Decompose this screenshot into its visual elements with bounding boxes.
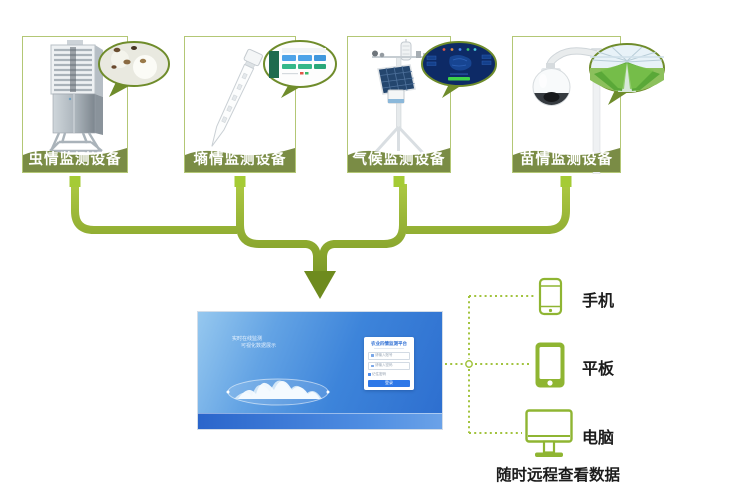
connector-node bbox=[234, 176, 246, 187]
device-label-bar: 气候监测设备 bbox=[348, 145, 450, 172]
device-label: 墒情监测设备 bbox=[193, 152, 287, 168]
device-label-bar: 虫情监测设备 bbox=[23, 145, 127, 172]
cloud-graphic bbox=[226, 378, 330, 406]
soil-dashboard-bubble bbox=[263, 40, 337, 98]
climate-dashboard-bubble bbox=[421, 41, 497, 98]
client-label-phone: 手机 bbox=[582, 293, 615, 310]
lock-icon bbox=[371, 364, 374, 368]
device-label-bar: 苗情监测设备 bbox=[513, 145, 620, 172]
merge-arrowhead-icon bbox=[304, 271, 336, 299]
checkbox-icon bbox=[368, 373, 371, 376]
greenhouse-photo-bubble bbox=[589, 43, 665, 105]
connector-node bbox=[560, 176, 572, 187]
connector-branch-soil bbox=[236, 184, 321, 272]
connector-node bbox=[393, 176, 405, 187]
camera-illustration bbox=[532, 47, 602, 174]
wave-shape bbox=[23, 148, 127, 172]
client-label-computer: 电脑 bbox=[582, 430, 615, 447]
device-label: 气候监测设备 bbox=[352, 152, 446, 168]
user-icon bbox=[371, 354, 374, 357]
smartphone-icon bbox=[538, 277, 563, 316]
platform-screenshot: 实时在线监测 可视化数据展示 农业四情监测平台 请输入账号 请输入密码 记住密码 bbox=[197, 311, 443, 430]
username-field: 请输入账号 bbox=[368, 351, 410, 360]
password-placeholder: 请输入密码 bbox=[375, 363, 393, 368]
platform-footer-strip bbox=[198, 413, 442, 429]
device-label: 苗情监测设备 bbox=[520, 152, 613, 168]
insect-station-illustration bbox=[49, 40, 103, 153]
tagline-line2: 可视化数据展示 bbox=[241, 343, 277, 349]
device-label-bar: 墒情监测设备 bbox=[185, 145, 295, 172]
device-label: 虫情监测设备 bbox=[28, 152, 122, 168]
device-card-insect: 虫情监测设备 bbox=[22, 36, 128, 173]
client-label-tablet: 平板 bbox=[582, 361, 615, 378]
connector-branch-insect bbox=[71, 184, 237, 234]
junction-dot-icon bbox=[465, 360, 473, 368]
login-subtitle-line bbox=[374, 347, 404, 349]
platform-login-card: 农业四情监测平台 请输入账号 请输入密码 记住密码 登录 bbox=[364, 337, 414, 390]
remember-label: 记住密码 bbox=[372, 372, 386, 376]
wave-shape bbox=[513, 148, 620, 172]
password-field: 请输入密码 bbox=[368, 362, 410, 370]
wave-shape bbox=[185, 148, 295, 172]
login-title: 农业四情监测平台 bbox=[371, 341, 407, 346]
insect-photo-bubble bbox=[98, 41, 170, 97]
tablet-icon bbox=[535, 342, 565, 388]
tagline-line1: 实时在线监测 bbox=[232, 336, 263, 342]
connector-node bbox=[69, 176, 81, 187]
login-button: 登录 bbox=[368, 379, 410, 387]
remember-checkbox-row: 记住密码 bbox=[368, 372, 410, 377]
device-card-seedling: 苗情监测设备 bbox=[512, 36, 621, 174]
platform-taglines: 实时在线监测 可视化数据展示 bbox=[232, 336, 276, 350]
connector-branch-seedling bbox=[406, 184, 570, 234]
desktop-monitor-icon bbox=[525, 409, 573, 457]
username-placeholder: 请输入账号 bbox=[375, 352, 393, 357]
connector-branch-climate bbox=[319, 184, 407, 272]
soil-probe-illustration bbox=[211, 48, 263, 147]
remote-view-caption: 随时远程查看数据 bbox=[495, 467, 620, 484]
wave-shape bbox=[348, 148, 450, 172]
